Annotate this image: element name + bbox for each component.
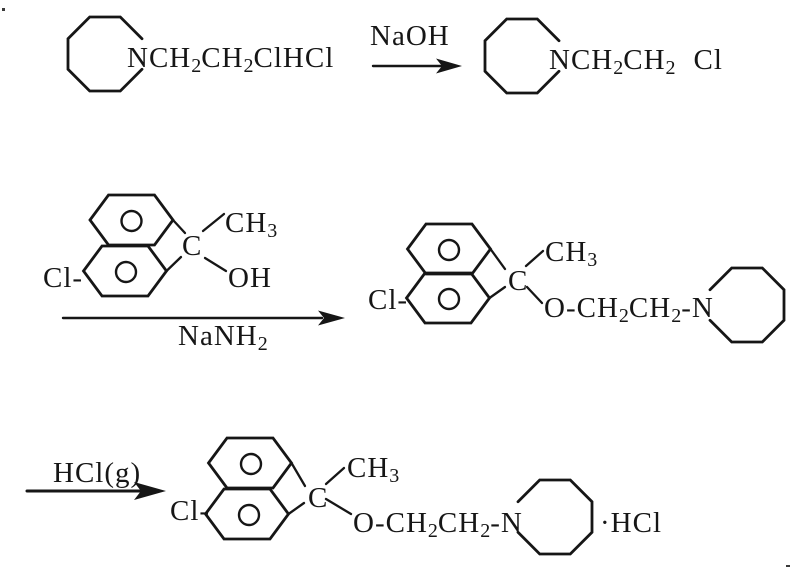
hydrochloride-salt-label: ·HCl [600, 507, 662, 539]
bond-c-to-methyl [324, 466, 346, 486]
reaction-arrow-1-head [436, 58, 462, 74]
bond-c-to-hydroxyl [203, 256, 228, 273]
methyl-group-label: CH3 [545, 236, 598, 271]
azocane-ring-reactant1 [66, 15, 144, 93]
bond-c-to-methyl [524, 249, 545, 268]
bond-ring-to-c [171, 218, 187, 235]
bond-ring-to-c [488, 285, 507, 300]
ether-chain-label: O-CH2CH2-N [544, 292, 714, 327]
formula-chloroethyl-amine-hydrochloride: NCH2CH2ClHCl [127, 42, 335, 77]
bond-ring-to-c [489, 247, 507, 271]
benzene-ring-bottom-product2 [404, 271, 492, 325]
reagent-naoh: NaOH [370, 20, 450, 52]
aromatic-circle [437, 287, 461, 311]
benzene-ring-bottom-product3 [203, 487, 291, 541]
bond-c-to-ether [525, 285, 544, 305]
scan-speck [2, 8, 5, 11]
bond-ring-to-c [165, 255, 183, 273]
reagent-hcl-gas: HCl(g) [53, 457, 142, 489]
reaction-arrow-2-head [318, 310, 345, 326]
bond-ring-to-c [287, 501, 306, 516]
methyl-group-label: CH3 [225, 207, 278, 242]
central-carbon-label: C [508, 265, 529, 297]
methyl-group-label: CH3 [347, 452, 400, 487]
chloro-substituent-label: Cl- [43, 262, 84, 294]
central-carbon-label: C [182, 230, 203, 262]
benzene-ring-top-reactant2 [88, 193, 175, 247]
scan-speck [786, 565, 790, 567]
bond-ring-to-c [290, 461, 307, 488]
aromatic-circle [120, 209, 143, 233]
aromatic-circle [114, 260, 138, 284]
azocane-ring-product2 [708, 266, 786, 344]
reagent-nanh2: NaNH2 [178, 320, 268, 355]
central-carbon-label: C [308, 482, 329, 514]
azocane-ring-product1 [483, 17, 561, 95]
aromatic-circle [437, 238, 461, 262]
chloro-substituent-label: Cl- [368, 284, 409, 316]
benzene-ring-top-product3 [206, 436, 294, 490]
ether-chain-label: O-CH2CH2-N [353, 507, 523, 542]
azocane-ring-product3 [516, 478, 594, 556]
hydroxyl-group-label: OH [228, 262, 272, 294]
benzene-ring-top-product2 [405, 222, 493, 276]
bond-c-to-ether [324, 497, 353, 516]
benzene-ring-bottom-reactant2 [81, 244, 169, 298]
aromatic-circle [239, 452, 263, 476]
reaction-arrow-3-head [134, 482, 166, 500]
bond-c-to-methyl [201, 212, 226, 233]
chloro-substituent-label: Cl- [170, 495, 211, 527]
aromatic-circle [237, 503, 261, 527]
